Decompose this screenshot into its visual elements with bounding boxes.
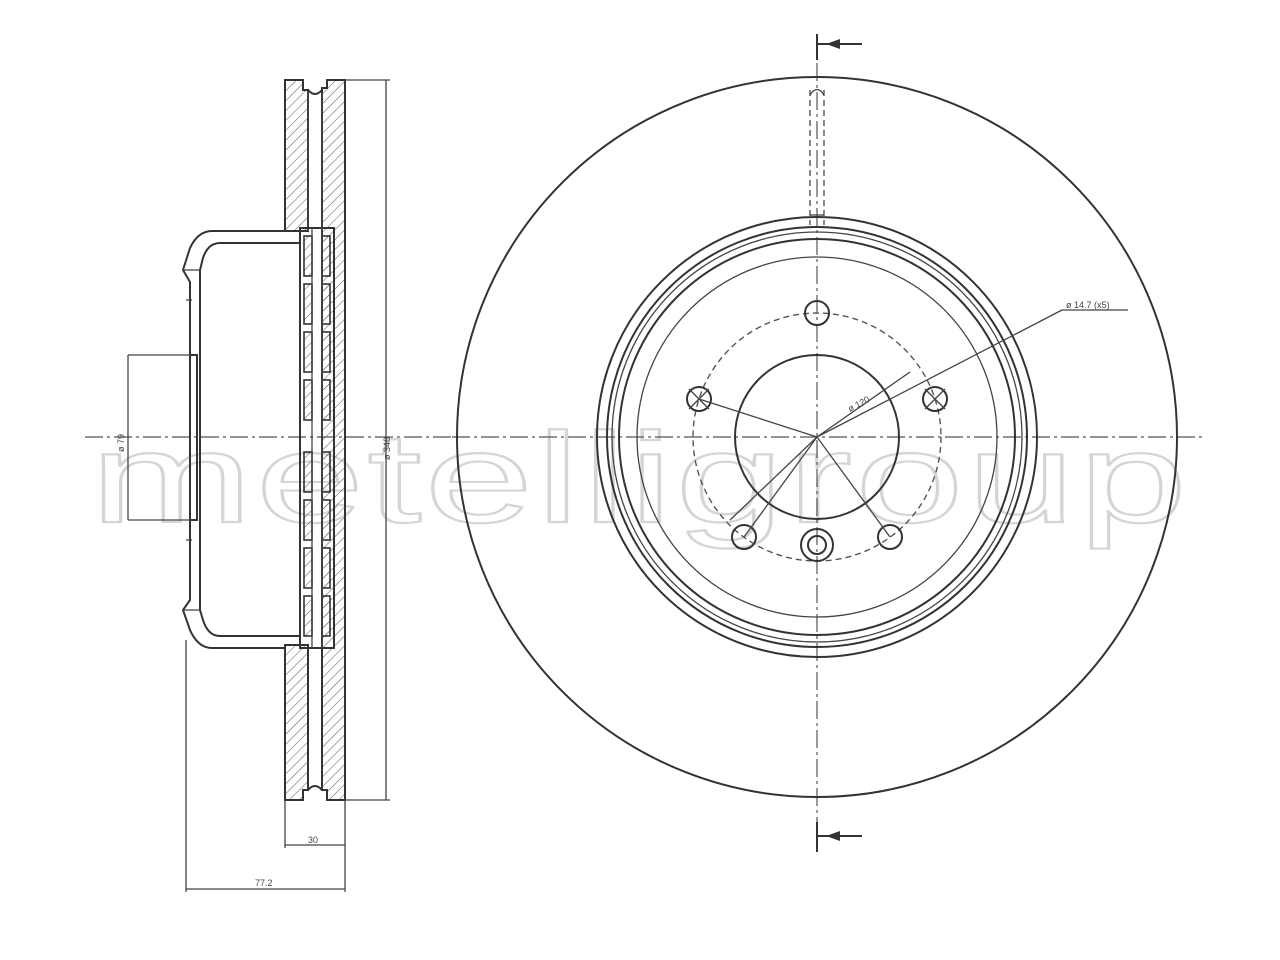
wear-indicator-slot <box>809 88 825 225</box>
leader-lines <box>698 309 1128 538</box>
dim-disc-thickness-label: 30 <box>308 835 318 845</box>
friction-ring-inner-edge <box>596 216 1038 658</box>
dim-bolt-holes-label: ø 14.7 (x5) <box>1066 300 1110 310</box>
watermark-logo: metelligroup <box>90 407 1190 550</box>
vent-gap-top <box>307 89 323 95</box>
dim-hub-bore: ø 79 <box>116 354 190 521</box>
dim-total-height: 77.2 <box>185 640 346 892</box>
bolt-hole <box>877 524 903 550</box>
bolt-hole <box>804 300 830 326</box>
bolt-hole <box>731 524 757 550</box>
dim-total-height-label: 77.2 <box>255 878 273 888</box>
hat-outer-ring <box>606 226 1028 648</box>
hub-hat-outline <box>181 230 285 649</box>
bolt-holes <box>686 300 948 562</box>
dim-disc-thickness: 30 <box>284 800 346 848</box>
dim-hub-bore-label: ø 79 <box>116 434 126 452</box>
hub-bore <box>190 354 198 521</box>
dim-outer-diameter-label: ø 348 <box>382 437 392 460</box>
hat-face <box>636 256 998 618</box>
front-view: ø 120 ø 14.7 (x5) <box>452 34 1205 852</box>
side-section-view: ø 79 ø 348 30 77.2 <box>85 79 460 892</box>
wheel-stud-hole <box>800 528 834 562</box>
center-bore <box>734 354 900 520</box>
section-arrow-bottom <box>816 822 862 852</box>
outer-friction-plate-lower <box>284 644 309 801</box>
bolt-hole <box>922 386 948 412</box>
vent-fin-column <box>299 227 335 649</box>
outer-friction-plate <box>284 79 309 232</box>
disc-outer-edge <box>456 76 1178 798</box>
vent-gap-bottom <box>307 785 323 791</box>
hat-ring-2 <box>611 231 1023 643</box>
section-arrow-top <box>816 34 862 60</box>
hat-ring-3 <box>618 238 1016 636</box>
dim-outer-diameter: ø 348 <box>345 79 392 801</box>
hub-hat-inner <box>199 242 300 637</box>
